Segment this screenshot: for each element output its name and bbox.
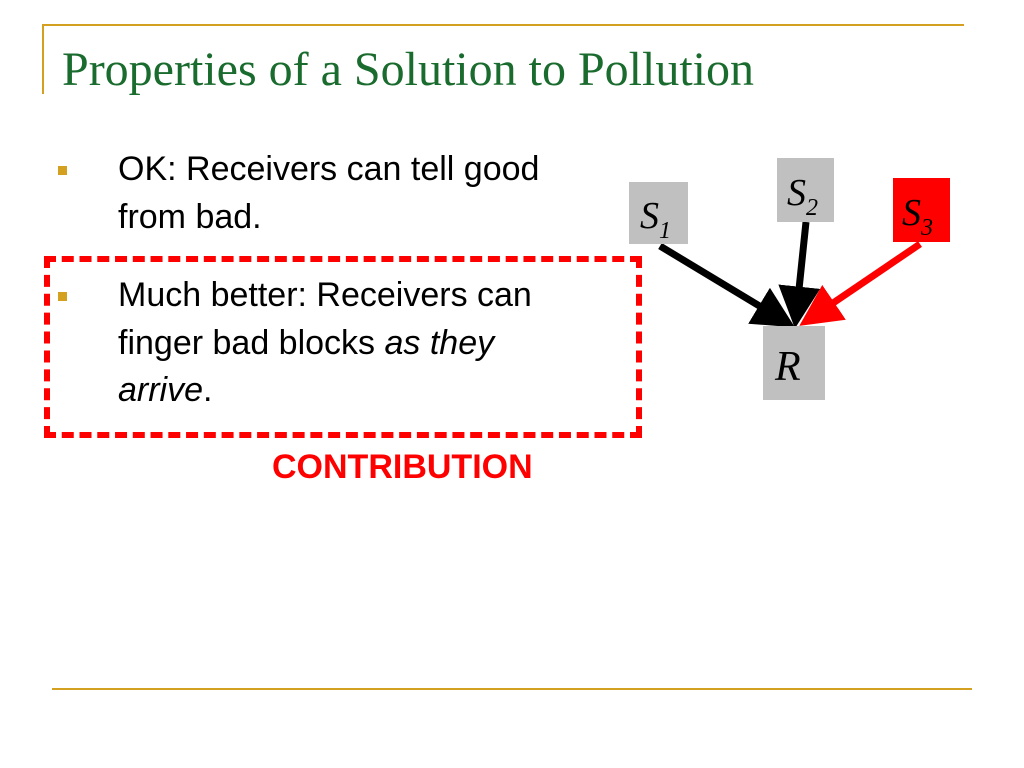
node-s3-main: S	[902, 192, 921, 234]
edge-s3-r	[799, 241, 922, 326]
node-s1-main: S	[640, 195, 659, 237]
contribution-highlight-box	[44, 256, 642, 438]
node-s2-box	[777, 158, 834, 222]
bullet-1-content: OK: Receivers can tell good from bad.	[118, 150, 540, 236]
bullet-marker-1	[58, 166, 67, 175]
node-s2: S2	[777, 158, 834, 222]
node-s1: S1	[629, 182, 688, 244]
contribution-label: CONTRIBUTION	[272, 448, 533, 486]
node-s2-sub: 2	[806, 195, 818, 221]
svg-text:S2: S2	[787, 172, 818, 221]
bullet-2-text: Much better: Receivers can finger bad bl…	[118, 272, 598, 415]
bullet-2-plain: Much better: Receivers can finger bad bl…	[118, 276, 532, 362]
bullet-2-end: .	[203, 371, 213, 410]
svg-text:S3: S3	[902, 192, 933, 241]
node-s3: S3	[893, 178, 950, 242]
bullet-2-italic: as they arrive	[118, 323, 495, 410]
edge-s2-r	[778, 221, 821, 329]
bottom-rule	[52, 688, 972, 690]
node-s2-main: S	[787, 172, 806, 214]
node-s1-box	[629, 182, 688, 244]
bullet-1-text: OK: Receivers can tell good from bad.	[118, 146, 558, 241]
node-r-box	[763, 326, 825, 400]
node-r: R	[763, 326, 825, 400]
node-r-main: R	[774, 344, 801, 390]
node-s3-sub: 3	[920, 215, 933, 241]
slide-title: Properties of a Solution to Pollution	[62, 43, 754, 96]
svg-text:S1: S1	[640, 195, 671, 244]
top-rule	[42, 24, 964, 26]
node-s1-sub: 1	[659, 218, 671, 244]
bullet-marker-2	[58, 292, 67, 301]
node-s3-box	[893, 178, 950, 242]
edge-s1-r	[658, 243, 795, 328]
left-rule	[42, 24, 44, 94]
